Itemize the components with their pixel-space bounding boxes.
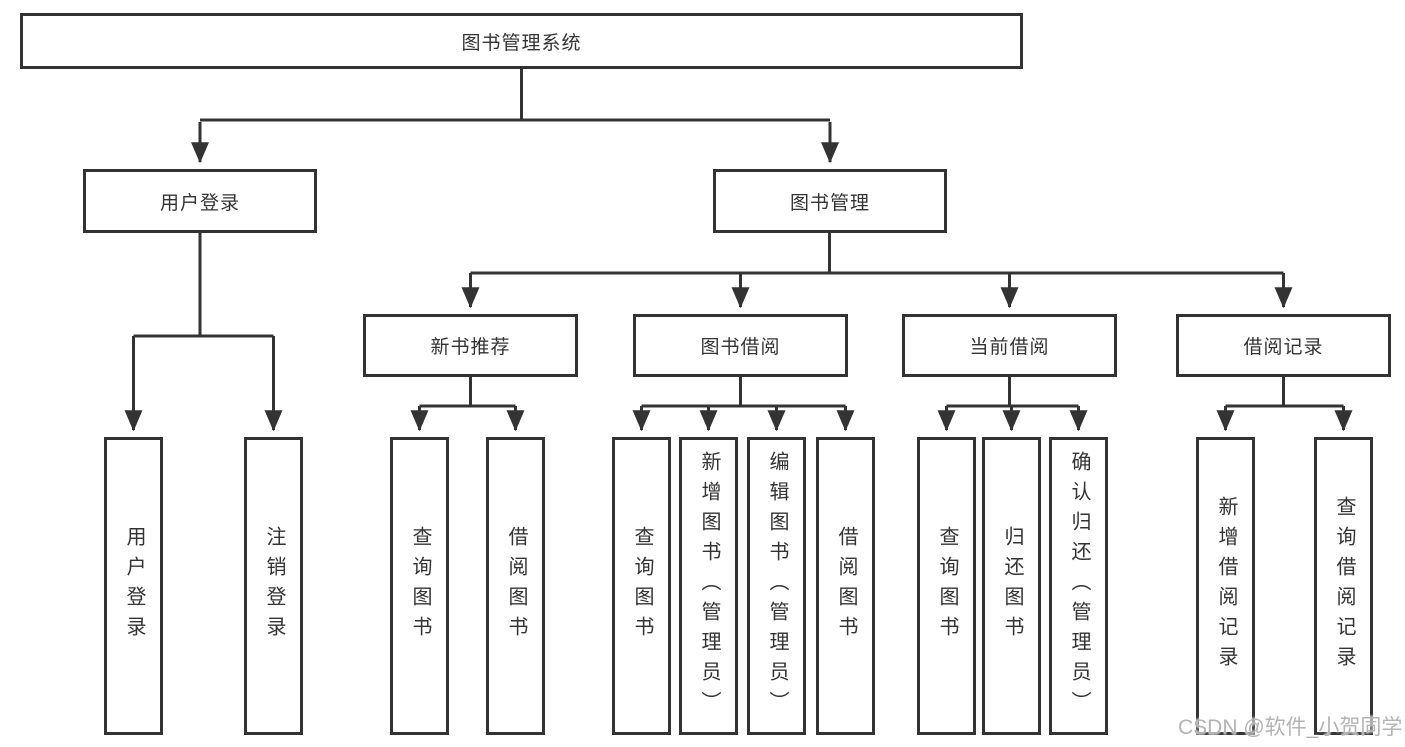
node-edit-book-admin: 编辑图书（管理员） <box>747 437 806 735</box>
node-logout: 注销登录 <box>244 437 303 735</box>
node-borrow-books-recommend: 借阅图书 <box>486 437 545 735</box>
node-query-books-current: 查询图书 <box>917 437 976 735</box>
node-new-book-recommendation: 新书推荐 <box>363 314 578 377</box>
node-query-books-recommend: 查询图书 <box>390 437 449 735</box>
node-confirm-return-admin: 确认归还（管理员） <box>1049 437 1108 735</box>
node-book-management: 图书管理 <box>713 169 947 233</box>
node-query-borrow-record: 查询借阅记录 <box>1314 437 1373 735</box>
node-add-borrow-record: 新增借阅记录 <box>1196 437 1255 735</box>
node-borrow-books-borrowing: 借阅图书 <box>816 437 875 735</box>
node-borrowing-records: 借阅记录 <box>1176 314 1391 377</box>
node-book-borrowing: 图书借阅 <box>633 314 848 377</box>
node-return-book: 归还图书 <box>982 437 1041 735</box>
node-user-login-module: 用户登录 <box>83 169 317 233</box>
node-current-borrowing: 当前借阅 <box>902 314 1117 377</box>
watermark: CSDN @软件_小贺同学 <box>1178 716 1403 739</box>
node-query-books-borrowing: 查询图书 <box>612 437 671 735</box>
node-add-book-admin: 新增图书（管理员） <box>679 437 738 735</box>
node-user-login: 用户登录 <box>104 437 163 735</box>
node-library-system: 图书管理系统 <box>20 13 1023 69</box>
